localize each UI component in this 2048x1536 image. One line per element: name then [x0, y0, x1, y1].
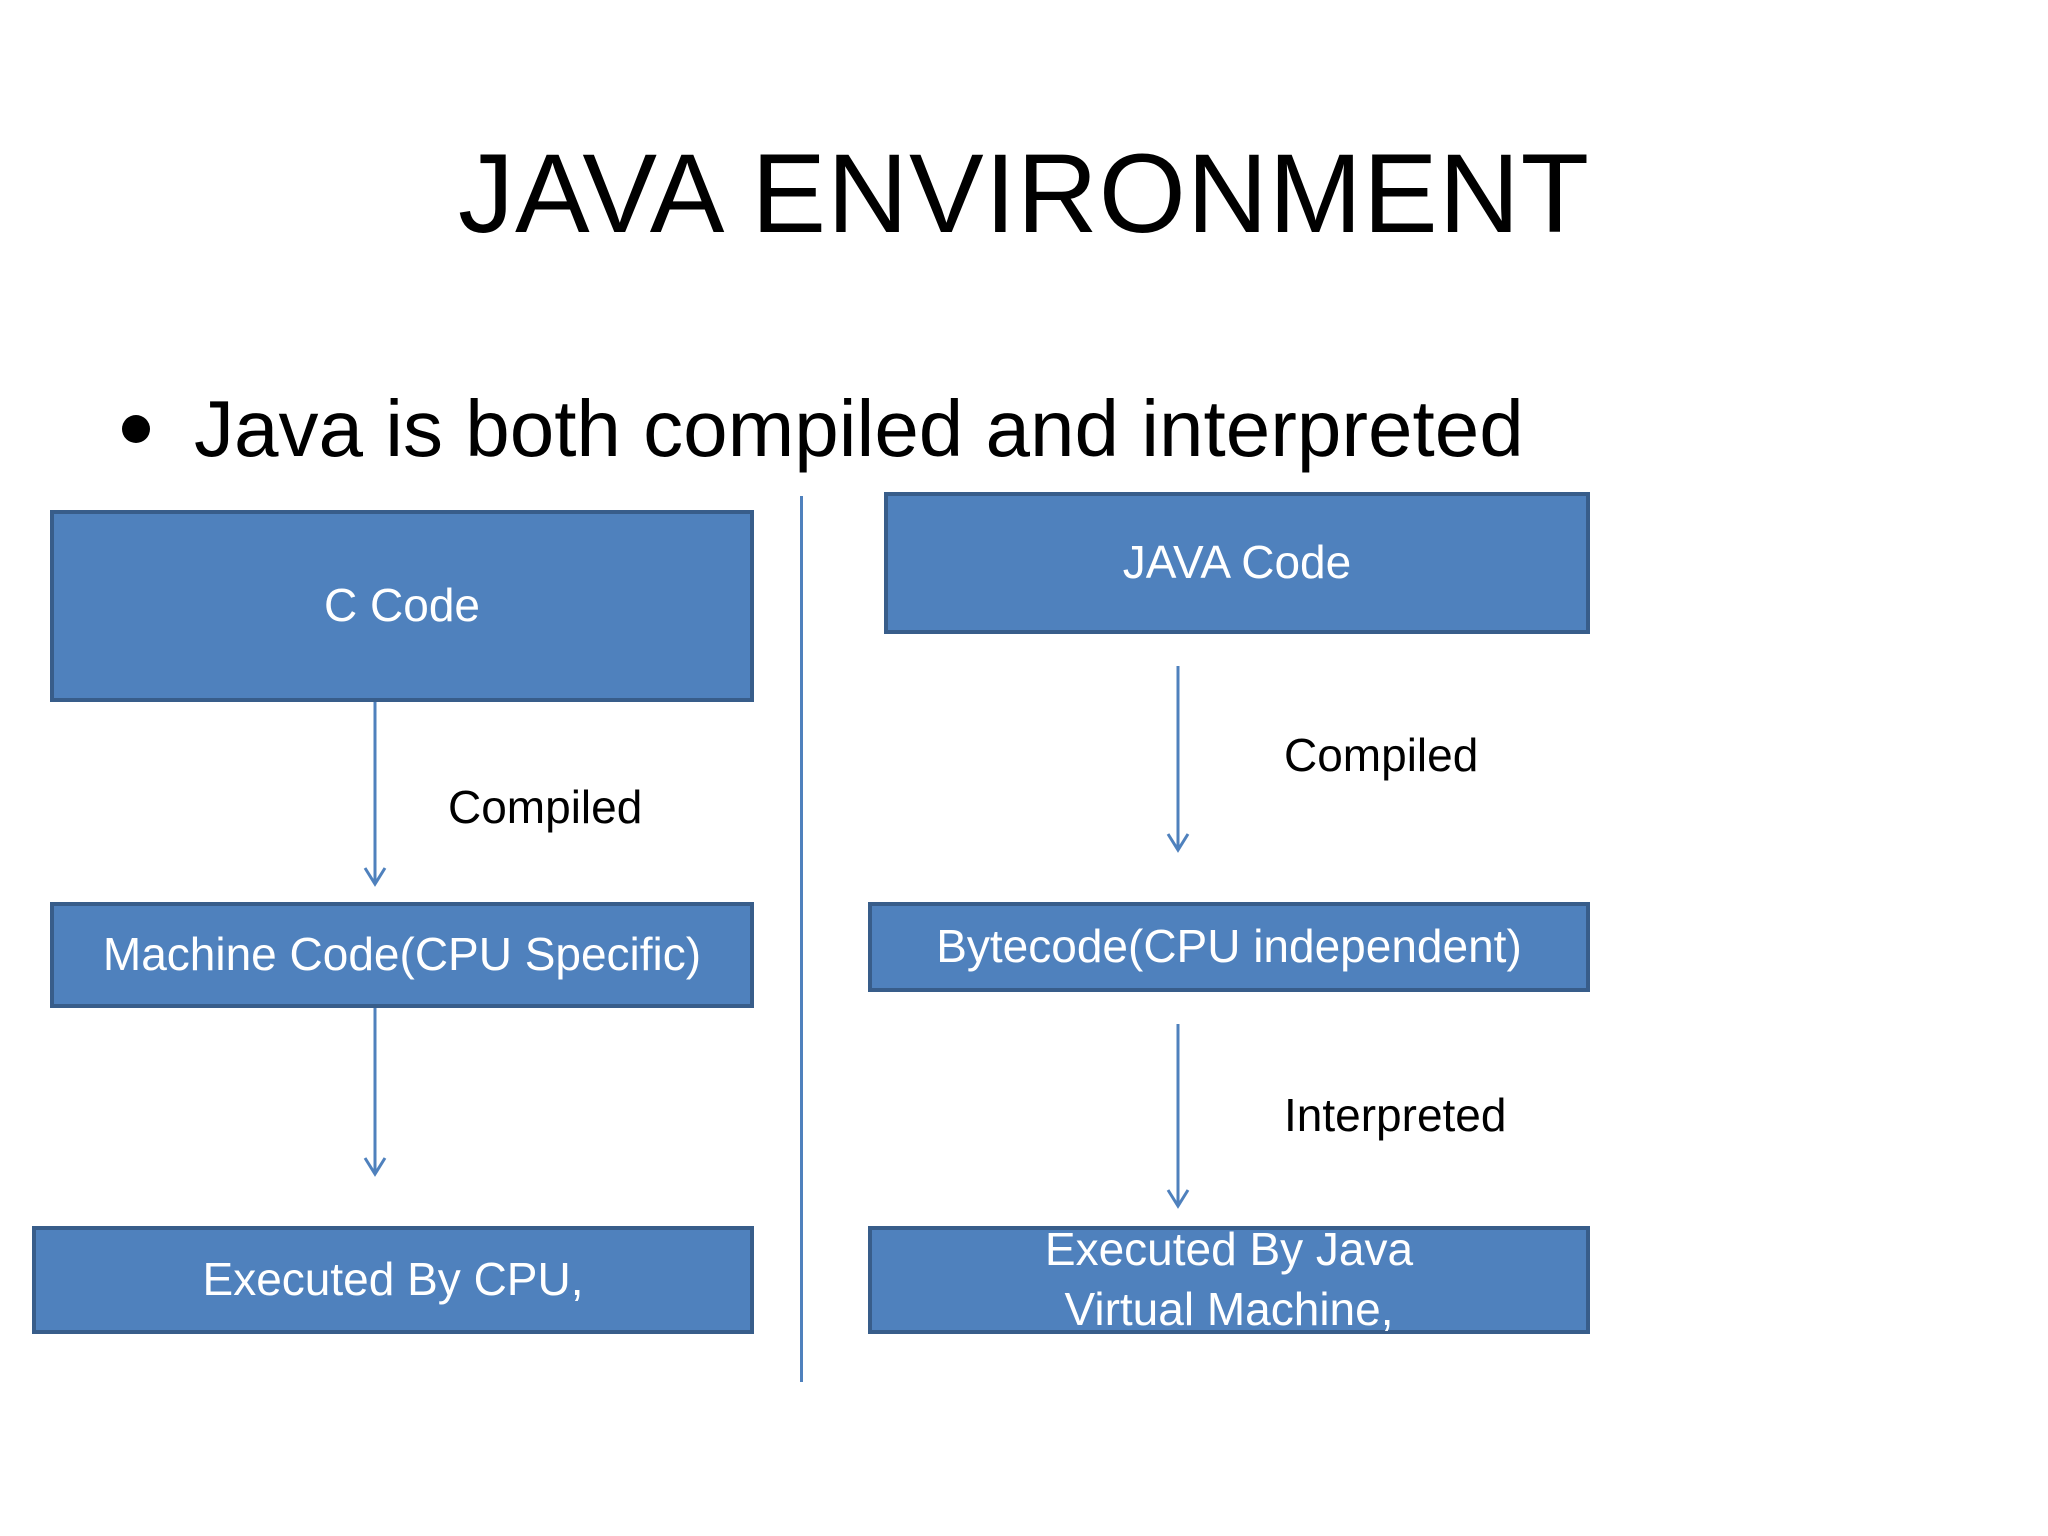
executed-by-jvm-label: Executed By Java Virtual Machine,	[1044, 1223, 1414, 1335]
c-compile-arrow-icon	[363, 702, 387, 887]
executed-by-jvm-box: Executed By Java Virtual Machine,	[868, 1223, 1590, 1335]
bytecode-label: Bytecode(CPU independent)	[936, 920, 1522, 973]
bullet-point: Java is both compiled and interpreted	[122, 384, 1524, 474]
bullet-dot-icon	[122, 414, 150, 443]
java-code-label: JAVA Code	[1122, 536, 1352, 589]
executed-by-cpu-box: Executed By CPU,	[32, 1226, 754, 1334]
c-execute-arrow-icon	[363, 1008, 387, 1177]
c-code-label: C Code	[324, 579, 480, 632]
machine-code-box: Machine Code(CPU Specific)	[50, 902, 754, 1008]
c-compiled-label: Compiled	[448, 781, 643, 833]
java-interpret-arrow-icon	[1166, 1024, 1190, 1209]
java-compiled-label: Compiled	[1284, 729, 1479, 781]
c-code-box: C Code	[50, 510, 754, 702]
column-divider	[800, 496, 803, 1382]
machine-code-label: Machine Code(CPU Specific)	[102, 928, 702, 981]
executed-by-cpu-label: Executed By CPU,	[202, 1253, 584, 1306]
interpreted-label: Interpreted	[1284, 1089, 1507, 1141]
java-code-box: JAVA Code	[884, 492, 1590, 634]
bytecode-box: Bytecode(CPU independent)	[868, 902, 1590, 992]
slide-title: JAVA ENVIRONMENT	[457, 131, 1590, 256]
bullet-text: Java is both compiled and interpreted	[194, 384, 1524, 473]
java-compile-arrow-icon	[1166, 666, 1190, 853]
